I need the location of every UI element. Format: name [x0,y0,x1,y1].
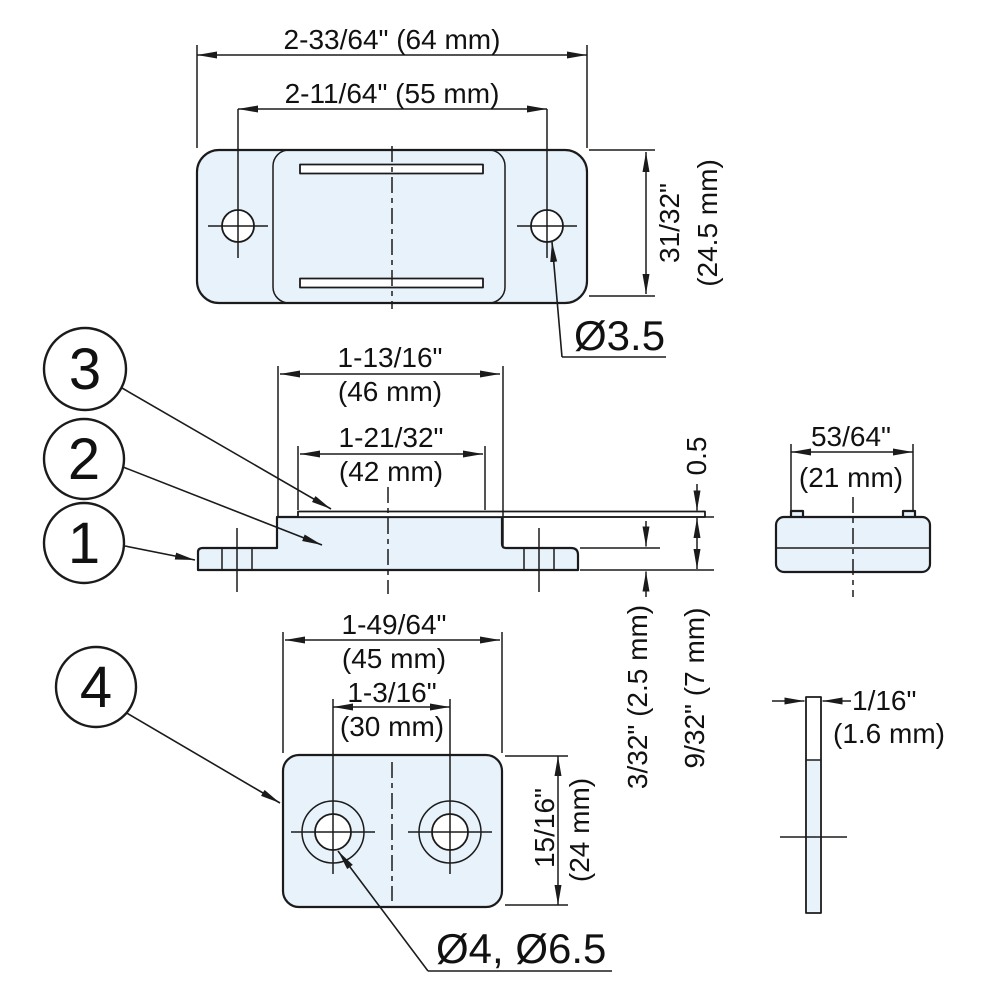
balloon-2-circle [42,417,126,501]
balloon-1-number: 1 [68,511,100,576]
dim-label-1p6mm-in: 1/16" [852,685,916,716]
dim-label-0p5: 0.5 [681,437,712,476]
balloon-2-leader [122,466,323,546]
dim-label-45mm-mm: (45 mm) [342,643,446,674]
dim-label-30mm-mm: (30 mm) [340,711,444,742]
balloon-3-number: 3 [69,337,101,402]
side-view: 1-13/16" (46 mm) 1-21/32" (42 mm) 0.5 9/… [196,342,714,789]
balloon-1-circle [42,501,126,585]
dim-label-21mm-in: 53/64" [811,421,891,452]
strike-plate-view: 1-49/64" (45 mm) 1-3/16" (30 mm) 15/16" … [281,609,612,972]
dim-label-42mm-in: 1-21/32" [339,422,444,453]
dim-label-2p5mm: 3/32" (2.5 mm) [622,605,653,789]
balloon-4-number: 4 [80,655,112,720]
dim-label-55mm: 2-11/64" (55 mm) [285,78,500,109]
dim-label-46mm-mm: (46 mm) [338,376,442,407]
strike-plate-side-view: 1/16" (1.6 mm) [772,685,945,914]
end-view: 53/64" (21 mm) [774,421,932,597]
dim-label-42mm-mm: (42 mm) [339,456,443,487]
dim-label-30mm-in: 1-3/16" [347,677,436,708]
top-view-raised-body-outline [272,149,506,304]
balloon-4-leader [124,711,281,804]
dim-label-21mm-mm: (21 mm) [799,462,903,493]
balloon-3-leader [121,387,332,510]
balloon-1-leader [124,545,196,561]
dim-label-46mm-in: 1-13/16" [338,342,443,373]
balloon-2-number: 2 [68,427,100,492]
strike-plate-edge-fill [807,760,820,912]
hole-callout-leader [337,850,429,972]
hole-callout-label: Ø3.5 [574,312,665,359]
dim-label-45mm-in: 1-49/64" [342,609,447,640]
dim-label-64mm: 2-33/64" (64 mm) [284,24,501,55]
dim-label-24mm-in: 15/16" [529,788,560,868]
dim-label-1p6mm-mm: (1.6 mm) [833,718,945,749]
balloon-3-circle [42,326,128,412]
dim-label-24p5mm-mm: (24.5 mm) [692,159,723,287]
hole-callout-label: Ø4, Ø6.5 [436,925,606,972]
top-view: 2-33/64" (64 mm) 2-11/64" (55 mm) 31/32"… [195,24,723,359]
dim-label-24p5mm-in: 31/32" [654,183,685,263]
balloon-callouts: 3 2 1 4 [42,326,332,804]
hole-callout-leader [550,241,563,358]
side-view-shim-strip [297,510,706,518]
dim-label-24mm-mm: (24 mm) [564,778,595,882]
balloon-4-circle [54,645,138,729]
dim-label-7mm: 9/32" (7 mm) [679,608,710,769]
